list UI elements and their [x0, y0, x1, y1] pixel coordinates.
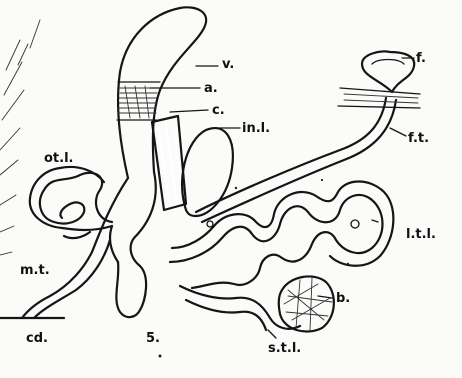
reticulated-body-b	[279, 276, 334, 331]
label-s-t-l: s.t.l.	[268, 342, 301, 355]
leader-lines	[150, 58, 414, 338]
label-f-t: f.t.	[408, 132, 429, 145]
bulb-f	[338, 52, 420, 109]
stem-m-t	[64, 232, 90, 238]
tubule-s-t-l	[180, 286, 300, 329]
label-m-t: m.t.	[20, 264, 50, 277]
label-cd: cd.	[26, 332, 48, 345]
label-b: b.	[336, 292, 350, 305]
label-a: a.	[204, 82, 218, 95]
lobe-in-l	[182, 128, 233, 216]
left-setae	[0, 20, 40, 255]
label-v: v.	[222, 58, 234, 71]
label-l-t-l: l.t.l.	[406, 228, 436, 241]
label-ot-l: ot.l.	[44, 152, 73, 165]
label-c: c.	[212, 104, 225, 117]
label-in-l: in.l.	[242, 122, 270, 135]
label-f: f.	[416, 52, 426, 65]
figure-number: 5.	[146, 332, 160, 345]
striped-block-c	[152, 116, 186, 210]
